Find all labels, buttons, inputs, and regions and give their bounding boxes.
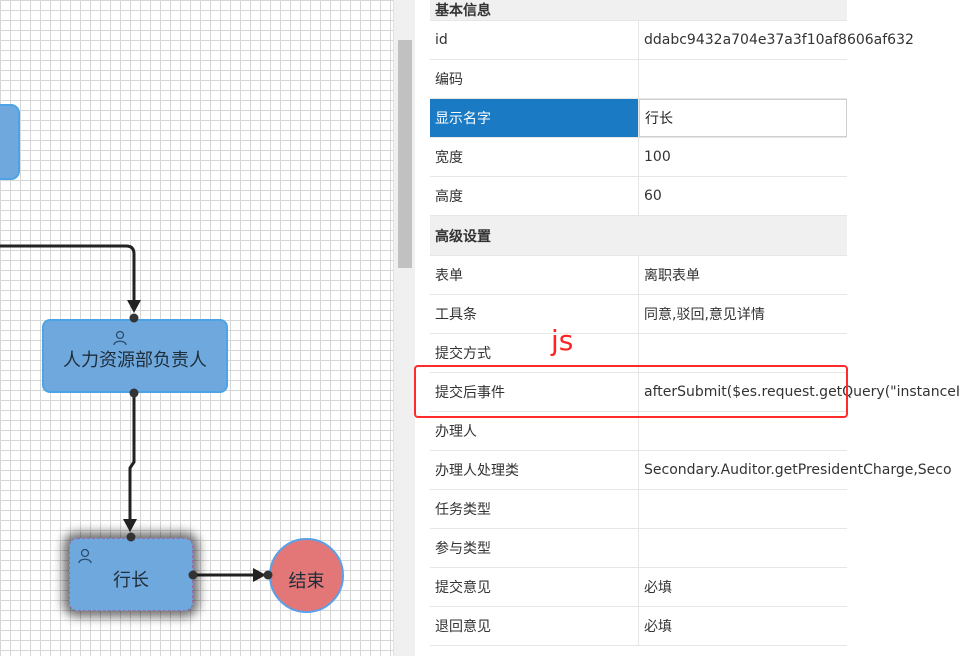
property-value-cell[interactable]: [638, 98, 847, 138]
property-row-code[interactable]: 编码: [430, 59, 847, 99]
edge-hr-to-president[interactable]: [128, 393, 136, 524]
property-value[interactable]: 必填: [638, 567, 847, 607]
node-label: 人力资源部负责人: [63, 350, 207, 371]
property-key: 高度: [430, 176, 639, 216]
property-row-height[interactable]: 高度 60: [430, 176, 847, 216]
property-value[interactable]: ddabc9432a704e37a3f10af8606af632: [638, 20, 914, 60]
edge-president-to-end-arrow: [253, 568, 266, 582]
node-label: 行长: [113, 570, 149, 591]
property-key: 任务类型: [430, 489, 639, 529]
property-row-display-name[interactable]: 显示名字: [430, 98, 847, 138]
scrollbar-thumb[interactable]: [398, 40, 412, 268]
property-key: 办理人处理类: [430, 450, 639, 490]
property-value[interactable]: 同意,驳回,意见详情: [638, 294, 847, 334]
property-key: 退回意见: [430, 606, 639, 646]
property-value[interactable]: 100: [638, 137, 847, 177]
annotation-highlight-box: [414, 365, 848, 418]
flow-node-president[interactable]: 行长: [69, 538, 193, 611]
property-row-submit-opinion[interactable]: 提交意见 必填: [430, 567, 847, 607]
user-icon: [78, 548, 92, 564]
property-row-after-submit[interactable]: 提交后事件 afterSubmit($es.request.getQuery("…: [430, 372, 960, 412]
property-row-handler[interactable]: 办理人: [430, 411, 847, 451]
annotation-label: js: [551, 324, 574, 357]
property-key: 参与类型: [430, 528, 639, 568]
property-value[interactable]: [638, 528, 847, 568]
flow-node-partial[interactable]: [0, 104, 20, 180]
property-value[interactable]: [638, 59, 847, 99]
edges-layer: [0, 244, 266, 582]
flow-node-hr-manager[interactable]: 人力资源部负责人: [42, 319, 228, 393]
property-row-participant-type[interactable]: 参与类型: [430, 528, 847, 568]
property-row-task-type[interactable]: 任务类型: [430, 489, 847, 529]
property-value[interactable]: afterSubmit($es.request.getQuery("instan…: [638, 372, 960, 412]
group-title: 高级设置: [430, 215, 847, 256]
property-key: 提交意见: [430, 567, 639, 607]
group-header-basic[interactable]: 基本信息: [430, 0, 847, 21]
property-row-return-opinion[interactable]: 退回意见 必填: [430, 606, 847, 646]
workflow-canvas[interactable]: 人力资源部负责人 行长 结束: [0, 0, 393, 656]
property-value[interactable]: 必填: [638, 606, 847, 646]
property-key: id: [430, 20, 639, 60]
property-value[interactable]: Secondary.Auditor.getPresidentCharge,Sec…: [638, 450, 952, 490]
property-value[interactable]: 离职表单: [638, 255, 847, 295]
property-key: 表单: [430, 255, 639, 295]
node-label: 结束: [288, 571, 325, 592]
display-name-input[interactable]: [639, 99, 847, 137]
property-key: 显示名字: [430, 98, 639, 138]
property-row-form[interactable]: 表单 离职表单: [430, 255, 847, 295]
property-row-width[interactable]: 宽度 100: [430, 137, 847, 177]
property-row-toolbar[interactable]: 工具条 同意,驳回,意见详情: [430, 294, 847, 334]
group-title: 基本信息: [430, 0, 847, 21]
property-panel: 基本信息 id ddabc9432a704e37a3f10af8606af632…: [415, 0, 960, 656]
property-key: 提交后事件: [430, 372, 639, 412]
property-key: 编码: [430, 59, 639, 99]
property-row-id[interactable]: id ddabc9432a704e37a3f10af8606af632: [430, 20, 914, 60]
property-value[interactable]: [638, 411, 847, 451]
edge-hr-to-president-arrow: [123, 519, 137, 532]
property-value[interactable]: [638, 489, 847, 529]
property-row-handler-class[interactable]: 办理人处理类 Secondary.Auditor.getPresidentCha…: [430, 450, 952, 490]
canvas-scrollbar[interactable]: [393, 0, 415, 656]
user-icon: [113, 330, 127, 346]
flow-node-end[interactable]: 结束: [269, 538, 344, 613]
property-grid: 基本信息 id ddabc9432a704e37a3f10af8606af632…: [430, 0, 960, 646]
property-key: 宽度: [430, 137, 639, 177]
property-value[interactable]: 60: [638, 176, 847, 216]
edge-to-hr[interactable]: [0, 244, 136, 306]
group-header-advanced[interactable]: 高级设置: [430, 215, 847, 256]
property-key: 办理人: [430, 411, 639, 451]
property-key: 工具条: [430, 294, 639, 334]
edge-to-hr-arrow: [127, 300, 141, 313]
